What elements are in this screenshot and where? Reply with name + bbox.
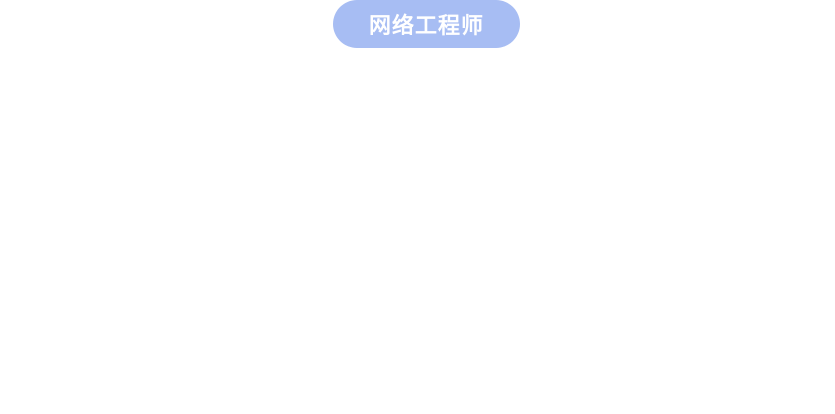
- content-area: [0, 48, 835, 414]
- job-title-tag[interactable]: 网络工程师: [333, 0, 520, 48]
- job-title-label: 网络工程师: [368, 14, 484, 39]
